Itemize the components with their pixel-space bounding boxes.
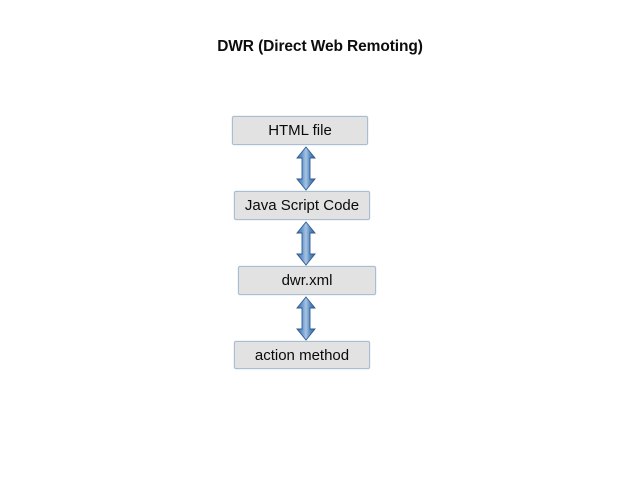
flow-box-label: Java Script Code (244, 197, 360, 214)
double-arrow-icon-html-to-js (293, 146, 319, 191)
flow-box-label: dwr.xml (281, 272, 333, 289)
double-arrow-icon-js-to-dwr (293, 221, 319, 266)
flow-box-action-method[interactable]: action method (234, 341, 370, 369)
flow-box-html-file[interactable]: HTML file (232, 116, 368, 145)
double-arrow-icon-dwr-to-action (293, 296, 319, 341)
page-title: DWR (Direct Web Remoting) (217, 38, 423, 55)
flow-box-label: action method (254, 346, 350, 364)
flow-box-dwr-xml[interactable]: dwr.xml (238, 266, 376, 295)
flow-box-label: HTML file (268, 122, 332, 139)
flow-box-java-script-code[interactable]: Java Script Code (234, 191, 370, 220)
